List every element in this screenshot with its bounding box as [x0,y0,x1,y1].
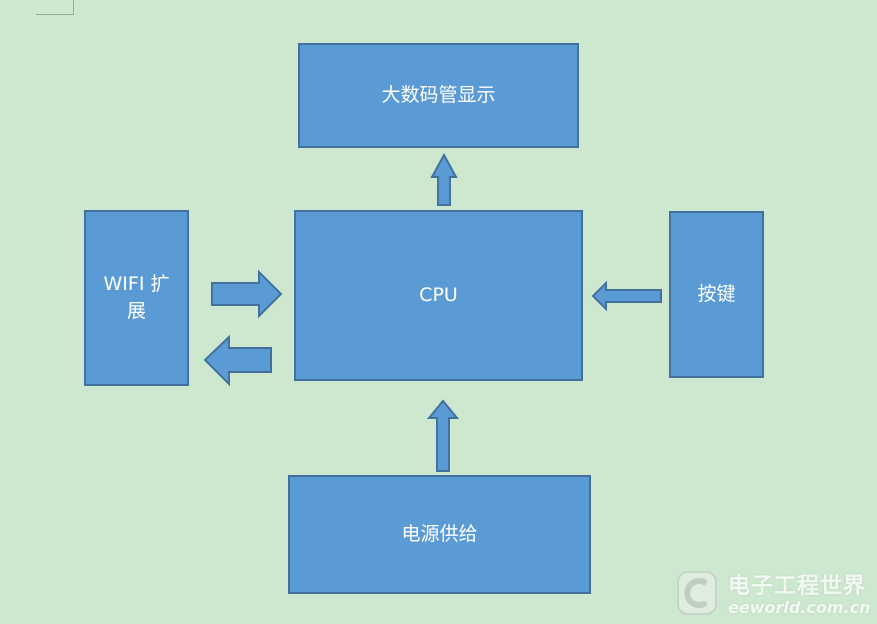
watermark-name-en: eeworld.com.cn [728,598,871,617]
eeworld-watermark: 电子工程世界 eeworld.com.cn [676,568,876,620]
wifi-node-label-line2: 展 [126,300,146,322]
display-node-label: 大数码管显示 [381,84,496,107]
wifi-node-label-line1: WIFI 扩 [103,273,170,296]
keys-node-label: 按键 [697,283,736,306]
arrow-power-to-cpu [426,399,460,472]
display-node: 大数码管显示 [298,43,579,148]
arrow-keys-to-cpu [591,280,662,312]
arrow-cpu-to-wifi [203,334,272,387]
arrow-cpu-to-display [430,152,458,206]
page-corner-mark [36,0,74,15]
watermark-name-cn: 电子工程世界 [728,574,867,599]
cpu-node-label: CPU [419,284,458,307]
cpu-node: CPU [294,210,583,381]
wifi-node-label: WIFI 扩 展 [104,271,170,324]
power-node: 电源供给 [288,475,591,594]
eeworld-logo-icon [677,571,717,615]
arrow-wifi-to-cpu [211,269,283,319]
power-node-label: 电源供给 [401,523,478,546]
wifi-node: WIFI 扩 展 [84,210,189,386]
keys-node: 按键 [669,211,764,378]
